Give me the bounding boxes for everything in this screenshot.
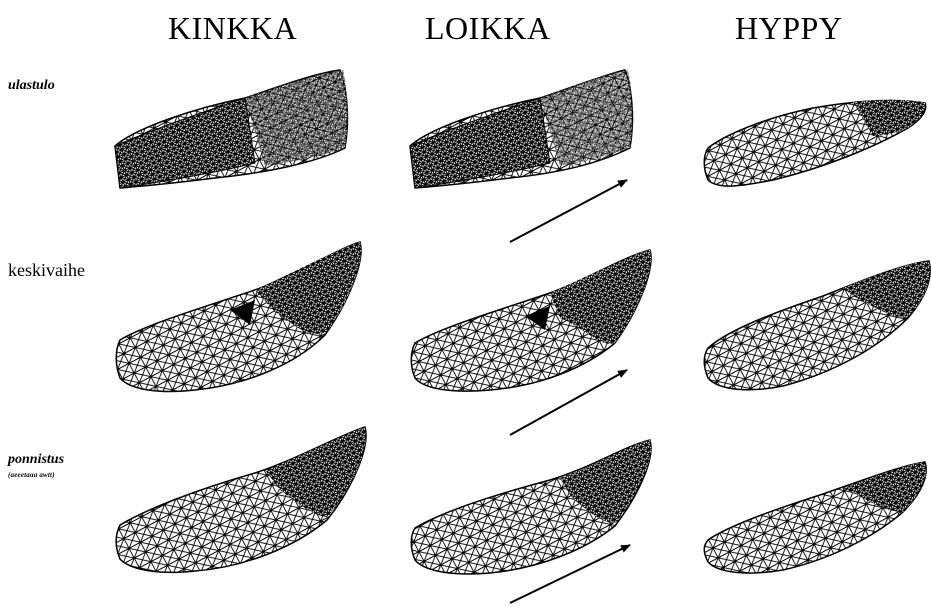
shoe-hyppy-keskivaihe: [704, 261, 930, 390]
shoe-kinkka-ponnistus: [116, 427, 366, 572]
shoe-kinkka-keskivaihe: [116, 242, 361, 392]
shoe-loikka-ulastulo: [410, 70, 633, 188]
shoe-hyppy-ponnistus: [704, 462, 926, 573]
motion-arrow-row1: [510, 180, 627, 242]
shoe-loikka-keskivaihe: [411, 250, 651, 391]
shoe-kinkka-ulastulo: [115, 70, 348, 188]
shoe-hyppy-ulastulo: [704, 100, 925, 186]
shoe-loikka-ponnistus: [411, 440, 651, 574]
